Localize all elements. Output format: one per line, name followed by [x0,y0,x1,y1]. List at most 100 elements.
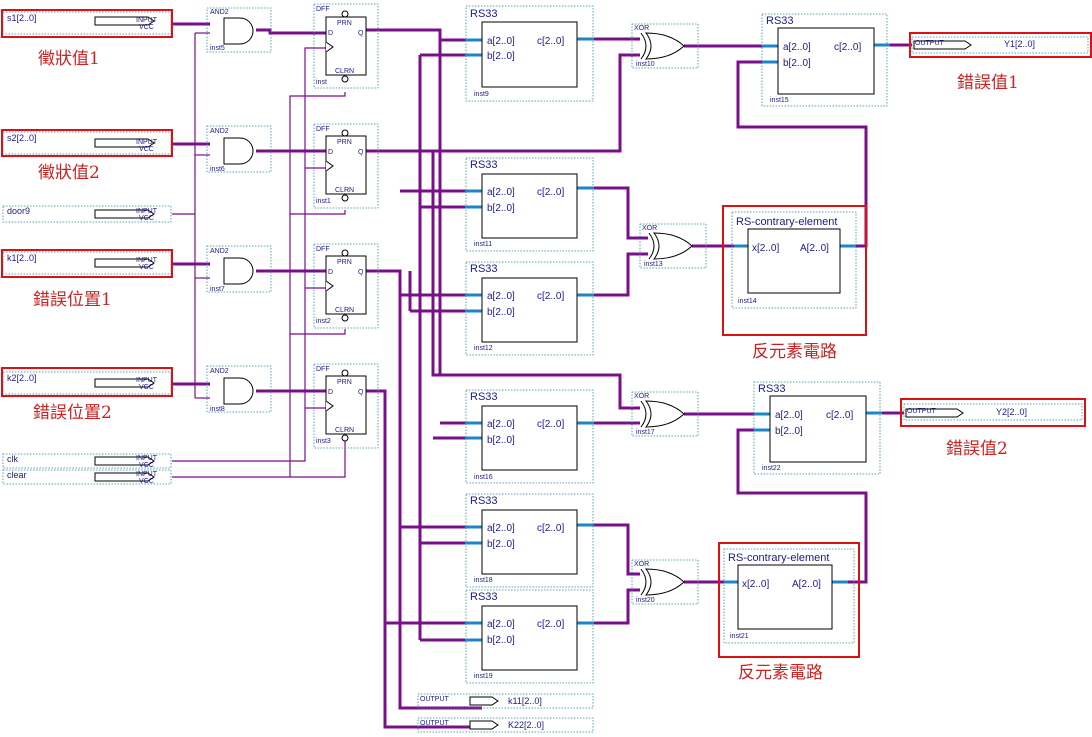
svg-text:OUTPUT: OUTPUT [907,408,937,415]
input-pin-clear[interactable]: clear INPUT VCC [2,469,172,485]
annotation-syndrome1: 徵狀值1 [38,49,100,69]
rs33-inst22[interactable]: RS33 a[2..0] b[2..0] c[2..0] inst22 [753,381,881,475]
svg-text:b[2..0]: b[2..0] [487,635,515,646]
svg-text:OUTPUT: OUTPUT [915,40,945,47]
svg-text:inst13: inst13 [644,261,663,268]
svg-text:clear: clear [7,470,27,480]
svg-text:RS33: RS33 [758,383,786,395]
svg-text:DFF: DFF [316,366,330,373]
rs33-inst15[interactable]: RS33 a[2..0] b[2..0] c[2..0] inst15 [761,13,888,107]
xor-gate-inst20[interactable]: XOR inst20 [631,559,699,605]
annotation-inverse1: 反元素電路 [752,342,837,362]
svg-text:RS33: RS33 [470,8,498,20]
svg-text:inst15: inst15 [770,97,789,104]
svg-text:inst19: inst19 [474,673,493,680]
contrary-inst21[interactable]: RS-contrary-element x[2..0] A[2..0] inst… [718,542,860,658]
input-highlights [1,9,173,397]
svg-text:PRN: PRN [337,259,352,266]
svg-text:inst12: inst12 [474,345,493,352]
svg-text:INPUT: INPUT [136,455,158,462]
input-pin-s2[interactable]: s2[2..0] INPUT VCC [2,131,172,155]
svg-text:Q: Q [358,149,364,156]
svg-text:inst16: inst16 [474,474,493,481]
and-gate-inst6[interactable]: AND2 inst6 [206,125,272,173]
svg-text:a[2..0]: a[2..0] [783,42,811,53]
rs33-inst19[interactable]: RS33 a[2..0] b[2..0] c[2..0] inst19 [465,589,594,684]
output-pins: OUTPUT Y1[2..0] OUTPUT Y2[2..0] OUTPUT k… [417,32,1092,733]
contrary-inst14[interactable]: RS-contrary-element x[2..0] A[2..0] inst… [722,205,867,336]
svg-text:DFF: DFF [316,246,330,253]
and-gate-inst7[interactable]: AND2 inst7 [206,245,272,293]
xor-gate-inst10[interactable]: XOR inst10 [631,23,699,69]
svg-text:s2[2..0]: s2[2..0] [7,133,37,143]
dff-inst1[interactable]: DFF PRN D Q CLRN inst1 [313,123,379,209]
svg-text:c[2..0]: c[2..0] [537,291,564,302]
svg-text:c[2..0]: c[2..0] [537,36,564,47]
annotation-errval1: 錯誤值1 [957,73,1019,93]
svg-text:Y1[2..0]: Y1[2..0] [1004,39,1035,49]
svg-text:A[2..0]: A[2..0] [792,579,821,590]
rs33-inst11[interactable]: RS33 a[2..0] b[2..0] c[2..0] inst11 [465,157,594,252]
svg-text:PRN: PRN [337,139,352,146]
svg-text:Q: Q [358,30,364,37]
svg-text:RS33: RS33 [470,159,498,171]
rs33-inst12[interactable]: RS33 a[2..0] b[2..0] c[2..0] inst12 [465,261,594,356]
output-pin-y2[interactable]: OUTPUT Y2[2..0] [900,398,1086,427]
svg-text:K22[2..0]: K22[2..0] [508,720,544,730]
svg-text:b[2..0]: b[2..0] [487,435,515,446]
svg-text:DFF: DFF [316,6,330,13]
input-pin-door9[interactable]: door9 INPUT VCC [2,205,172,223]
svg-text:CLRN: CLRN [335,68,354,75]
xor-gates: XOR inst10 XOR inst13 XOR inst17 XOR ins… [631,23,707,605]
svg-text:b[2..0]: b[2..0] [775,426,803,437]
rs33-blocks: RS33 a[2..0] b[2..0] c[2..0] inst9 RS33 … [465,5,888,684]
svg-text:a[2..0]: a[2..0] [487,419,515,430]
input-pin-clk[interactable]: clk INPUT VCC [2,453,172,469]
output-pin-y1[interactable]: OUTPUT Y1[2..0] [909,32,1092,58]
svg-text:k1[2..0]: k1[2..0] [7,253,37,263]
and-gate-inst8[interactable]: AND2 inst8 [206,365,272,413]
svg-text:RS33: RS33 [470,263,498,275]
svg-text:INPUT: INPUT [136,257,158,264]
svg-text:inst14: inst14 [738,298,757,305]
input-pin-s1[interactable]: s1[2..0] INPUT VCC [2,11,172,35]
svg-text:XOR: XOR [634,25,649,32]
svg-text:RS33: RS33 [766,15,794,27]
and-gate-inst5[interactable]: AND2 inst5 [206,7,272,53]
dff-inst3[interactable]: DFF PRN D Q CLRN inst3 [313,363,379,449]
svg-text:Q: Q [358,389,364,396]
svg-text:inst21: inst21 [730,633,749,640]
svg-text:inst2: inst2 [316,318,331,325]
svg-text:VCC: VCC [139,384,154,391]
svg-text:inst9: inst9 [474,91,489,98]
svg-text:a[2..0]: a[2..0] [487,619,515,630]
svg-text:a[2..0]: a[2..0] [487,523,515,534]
svg-text:PRN: PRN [337,20,352,27]
svg-text:RS33: RS33 [470,495,498,507]
svg-text:b[2..0]: b[2..0] [487,539,515,550]
svg-text:a[2..0]: a[2..0] [775,410,803,421]
annotations: 徵狀值1 徵狀值2 錯誤位置1 錯誤位置2 錯誤值1 錯誤值2 反元素電路 反元… [33,49,1019,683]
svg-text:a[2..0]: a[2..0] [487,36,515,47]
svg-text:INPUT: INPUT [136,208,158,215]
dff-inst[interactable]: DFF PRN D Q CLRN inst [313,3,379,89]
svg-text:PRN: PRN [337,379,352,386]
svg-text:AND2: AND2 [210,9,229,16]
svg-text:inst11: inst11 [474,241,492,248]
xor-gate-inst17[interactable]: XOR inst17 [631,391,699,437]
rs33-inst16[interactable]: RS33 a[2..0] b[2..0] c[2..0] inst16 [465,389,594,484]
svg-text:k11[2..0]: k11[2..0] [508,696,542,706]
output-pin-k11[interactable]: OUTPUT k11[2..0] [417,693,594,709]
wires [172,22,912,729]
svg-text:x[2..0]: x[2..0] [752,243,779,254]
rs33-inst9[interactable]: RS33 a[2..0] b[2..0] c[2..0] inst9 [465,5,594,102]
input-pin-k2[interactable]: k2[2..0] INPUT VCC [2,371,172,395]
svg-text:a[2..0]: a[2..0] [487,291,515,302]
input-pin-k1[interactable]: k1[2..0] INPUT VCC [2,251,172,275]
xor-gate-inst13[interactable]: XOR inst13 [639,223,707,269]
output-pin-k22[interactable]: OUTPUT K22[2..0] [417,717,594,733]
dff-inst2[interactable]: DFF PRN D Q CLRN inst2 [313,243,379,329]
svg-text:b[2..0]: b[2..0] [487,51,515,62]
rs33-inst18[interactable]: RS33 a[2..0] b[2..0] c[2..0] inst18 [465,493,594,588]
